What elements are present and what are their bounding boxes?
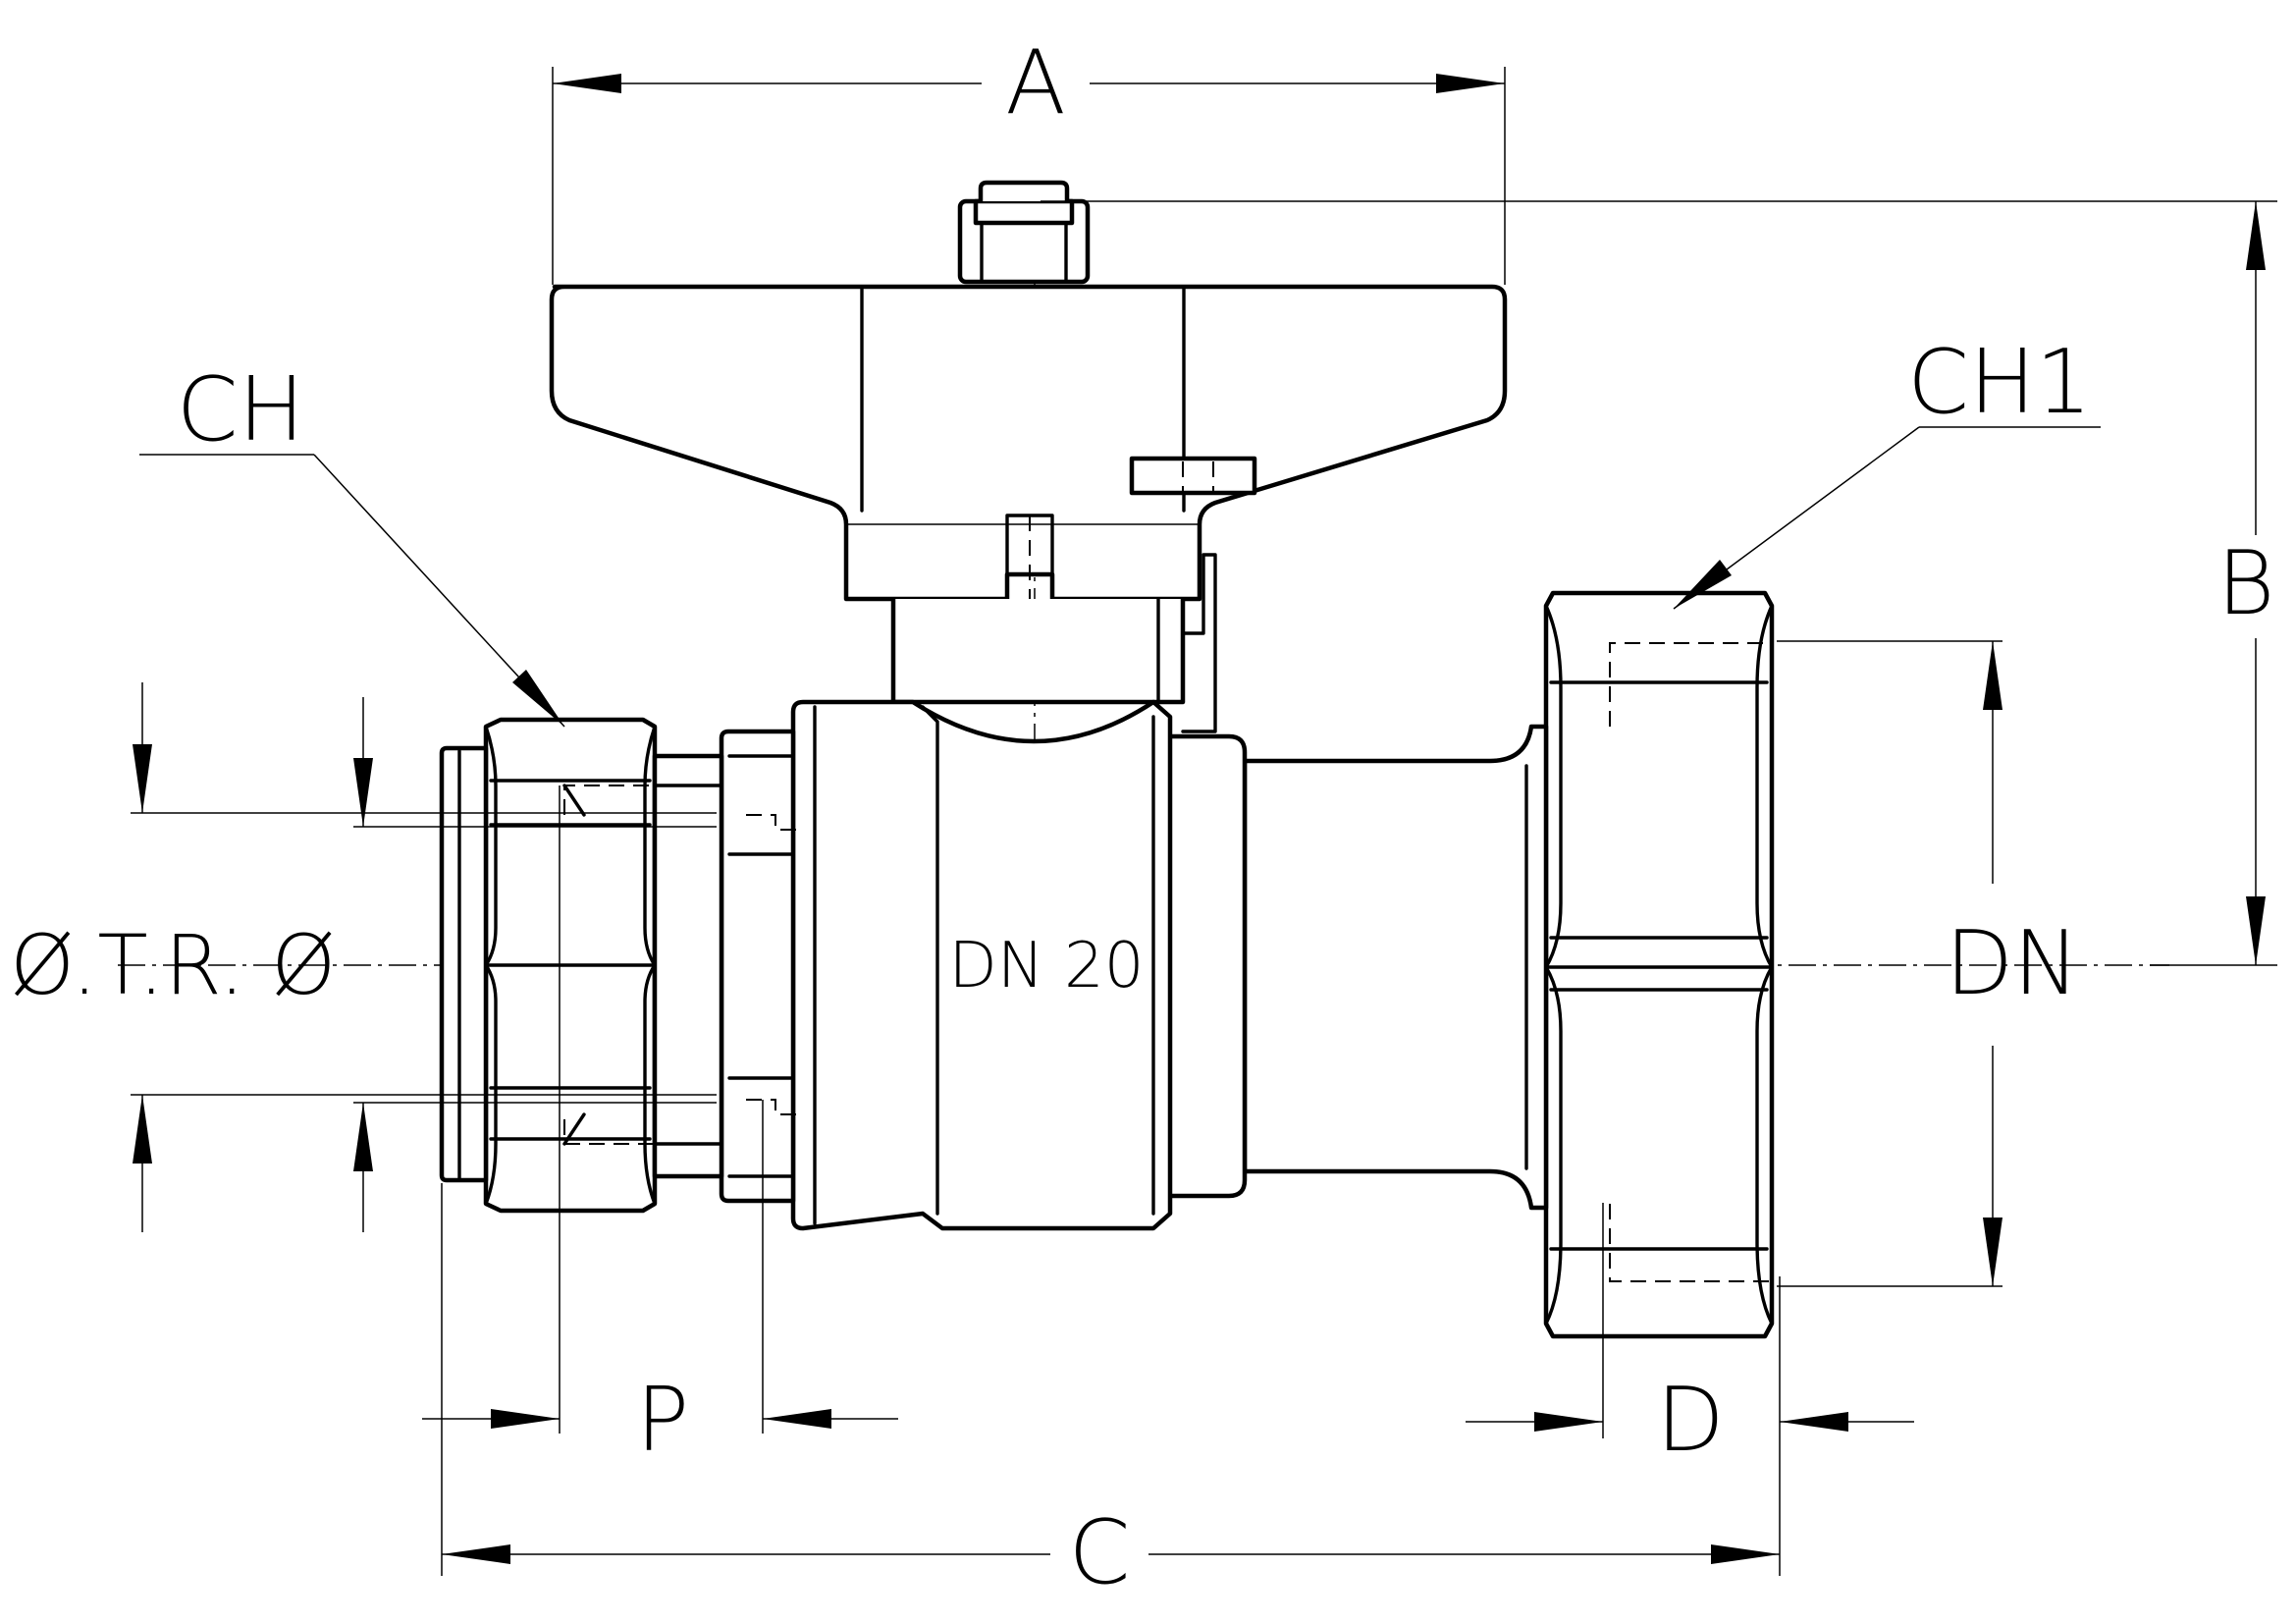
valve-stem — [890, 553, 1217, 733]
union-nut-ch1 — [1543, 590, 1775, 1339]
pipe-ring — [439, 745, 489, 1183]
butterfly-handle — [549, 284, 1508, 602]
label-d: D — [1656, 1369, 1724, 1472]
label-pipe-diameter: Ø.T.R. Ø — [10, 917, 336, 1013]
label-dn: DN — [1946, 912, 2080, 1015]
dimension-lines — [131, 67, 2277, 1576]
olive-connector — [652, 753, 724, 1179]
compression-nut-ch — [483, 717, 712, 1214]
body-marking-dn20: DN 20 — [949, 930, 1145, 1002]
label-ch: CH — [177, 358, 305, 461]
dimension-labels: A B C D P DN CH CH1 Ø.T.R. Ø DN 20 — [10, 31, 2274, 1604]
label-a: A — [1005, 31, 1066, 135]
label-p: P — [636, 1369, 689, 1472]
union-tail — [1242, 724, 1549, 1211]
handle-nut — [957, 180, 1091, 285]
label-b: B — [2217, 532, 2275, 635]
body-left-end — [719, 729, 797, 1204]
valve-body — [790, 699, 1248, 1231]
label-c: C — [1069, 1501, 1131, 1604]
label-ch1: CH1 — [1907, 331, 2092, 434]
